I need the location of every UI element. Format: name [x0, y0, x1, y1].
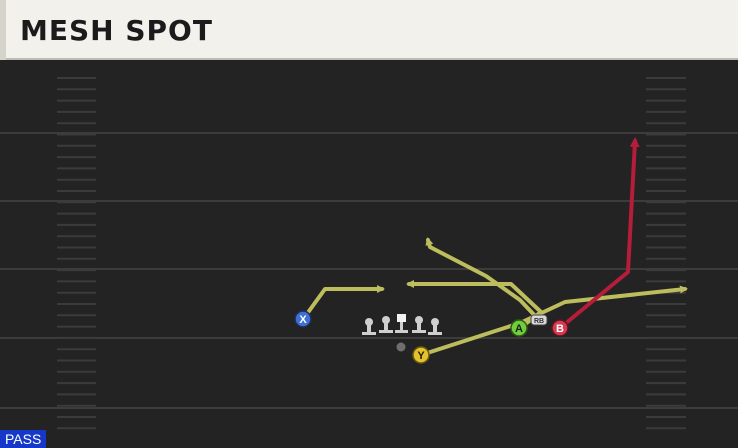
lineman-icon [362, 318, 376, 335]
player-y[interactable]: Y [412, 346, 430, 364]
play-title: MESH SPOT [20, 14, 213, 47]
svg-text:RB: RB [534, 318, 544, 325]
player-rb[interactable]: RB [530, 314, 548, 326]
play-field-diagram: X Y A B RB [0, 77, 738, 430]
route-x-out [302, 285, 385, 320]
svg-text:A: A [515, 323, 523, 335]
route-y-cross [419, 285, 688, 357]
svg-text:Y: Y [417, 350, 425, 362]
route-b-corner [558, 137, 640, 330]
lineman-icon [412, 316, 426, 333]
center-icon [395, 314, 408, 333]
play-header: MESH SPOT [0, 0, 738, 60]
hash-marks [57, 77, 686, 430]
lineman-icon [379, 316, 393, 333]
player-b[interactable]: B [551, 319, 569, 337]
svg-text:B: B [556, 323, 564, 335]
player-a[interactable]: A [510, 319, 528, 337]
routes [302, 137, 688, 357]
header-accent-bar [0, 0, 6, 60]
offensive-line [362, 314, 442, 335]
svg-text:X: X [299, 314, 307, 326]
yard-lines [0, 132, 738, 409]
route-rb-angle [425, 237, 541, 322]
lineman-icon [428, 318, 442, 335]
qb-dot-icon [396, 342, 406, 352]
player-x[interactable]: X [294, 310, 312, 328]
play-type-badge: PASS [0, 430, 47, 448]
